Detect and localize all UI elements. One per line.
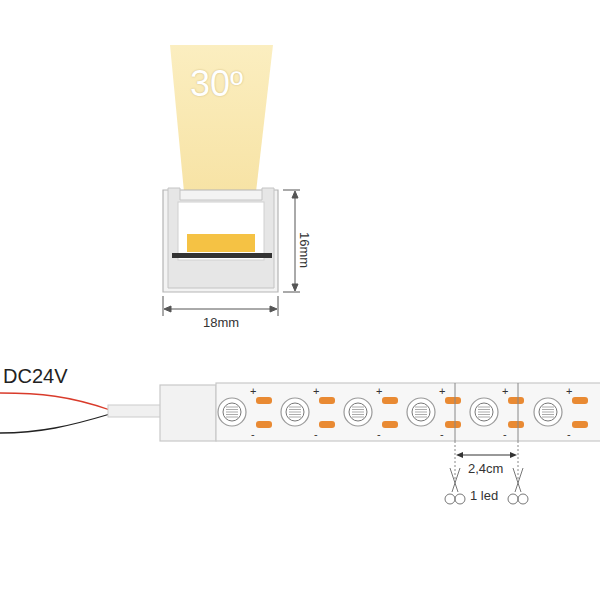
polarity-plus: + [250,386,256,397]
led [344,398,372,426]
solder-pad [382,421,398,428]
scissors-handle [455,494,465,504]
led-lens [475,403,493,421]
led-texture [289,414,301,415]
voltage-label: DC24V [3,366,67,386]
cut-lines [455,383,518,480]
led-texture [542,417,554,418]
led-lens [223,403,241,421]
led-texture [542,409,554,410]
led-lens [539,403,557,421]
dimension-width: 18mm [203,316,239,329]
led-texture [415,409,427,410]
led-texture [415,407,427,408]
scissors-handle [508,494,518,504]
led-texture [352,412,364,413]
scissors-blade [515,468,523,492]
scissors-blade [452,468,460,492]
scissors-blade [450,468,458,492]
led-texture [542,412,554,413]
cut-unit: 1 led [470,489,498,502]
solder-pad [508,421,524,428]
led-texture [542,414,554,415]
polarity-minus: - [377,429,381,440]
dimension-height: 16mm [298,232,311,268]
led-texture [352,417,364,418]
polarity-minus: - [503,429,507,440]
polarity-plus: + [439,386,445,397]
led-texture [478,414,490,415]
scissors-blade [513,468,521,492]
led-chip [187,234,255,252]
polarity-minus: - [314,429,318,440]
led-array [218,397,588,428]
solder-pad [445,421,461,428]
solder-pad [319,397,335,404]
scissors-handle [518,494,528,504]
dimension-lines [163,190,300,316]
polarity-plus: + [313,386,319,397]
end-cap [160,385,216,441]
polarity-minus: - [251,429,255,440]
led-texture [478,409,490,410]
silicone-profile [163,188,278,292]
led [281,398,309,426]
led-texture [415,414,427,415]
led-texture [352,414,364,415]
wires [0,393,163,433]
led-texture [478,412,490,413]
polarity-plus: + [566,386,572,397]
led-texture [542,407,554,408]
led-texture [289,407,301,408]
led-texture [226,409,238,410]
beam-angle: 30º [190,66,243,102]
polarity-plus: + [502,386,508,397]
led-texture [289,417,301,418]
led-texture [352,409,364,410]
led-texture [415,412,427,413]
pcb [172,253,272,258]
led-texture [415,417,427,418]
led-texture [352,407,364,408]
led-lens [412,403,430,421]
led-texture [226,412,238,413]
polarity-plus: + [376,386,382,397]
led-lens [349,403,367,421]
solder-pad [382,397,398,404]
polarity-minus: - [440,429,444,440]
led-texture [478,417,490,418]
solder-pad [508,397,524,404]
scissors-handle [445,494,455,504]
led-texture [289,412,301,413]
led [218,398,246,426]
led [407,398,435,426]
polarity-minus: - [567,429,571,440]
led-strip [216,383,600,441]
led-texture [226,414,238,415]
led-texture [226,407,238,408]
solder-pad [256,421,272,428]
led-texture [289,409,301,410]
solder-pad [256,397,272,404]
light-beam [170,45,273,192]
led-texture [478,407,490,408]
solder-pad [572,421,588,428]
solder-pad [319,421,335,428]
led-texture [226,417,238,418]
solder-pad [572,397,588,404]
led [534,398,562,426]
pitch-dimension: 2,4cm [468,462,503,475]
led-lens [286,403,304,421]
solder-pad [445,397,461,404]
led [470,398,498,426]
